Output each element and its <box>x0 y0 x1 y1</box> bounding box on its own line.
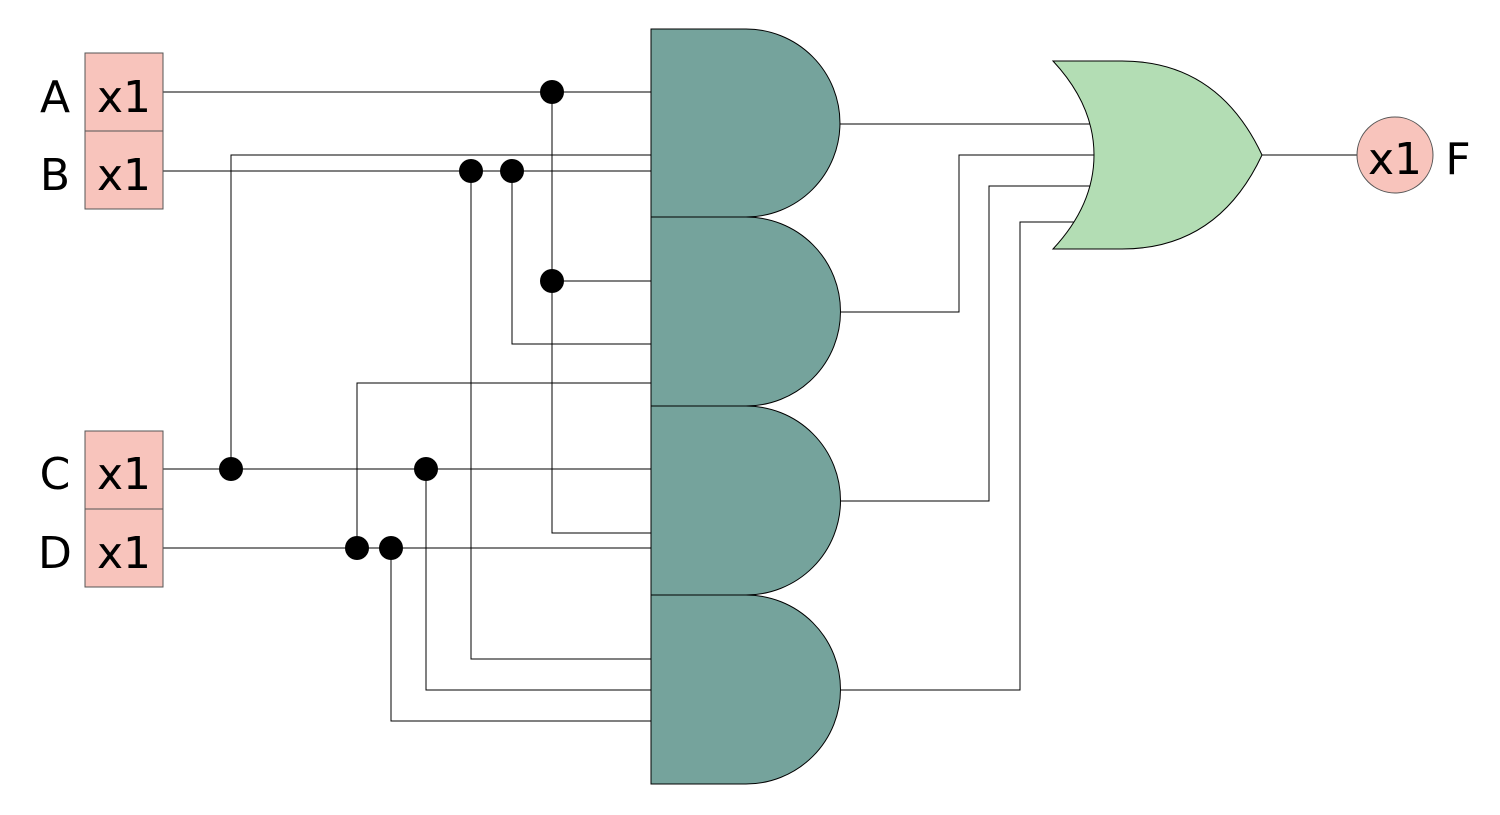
wire-b-gate4 <box>470 171 651 660</box>
wire-d-gate2 <box>356 382 651 548</box>
output-circle[interactable] <box>1356 116 1434 194</box>
output-f[interactable]: x1 F <box>1356 116 1471 194</box>
wire-c-gate4 <box>425 469 651 691</box>
input-b[interactable]: B x1 <box>40 130 164 210</box>
or-gate[interactable] <box>1051 60 1263 250</box>
output-value: x1 <box>1368 134 1422 185</box>
wire-gate4-out <box>840 221 1075 691</box>
input-label-d: D <box>38 528 72 579</box>
and-gate-1[interactable] <box>650 28 841 218</box>
input-value-c: x1 <box>97 449 151 500</box>
and-gate-4[interactable] <box>650 594 841 785</box>
wire-gate2-out <box>840 154 1094 313</box>
input-value-a: x1 <box>97 72 151 123</box>
input-a[interactable]: A x1 <box>40 52 164 132</box>
junction-dot <box>540 269 564 293</box>
input-c[interactable]: C x1 <box>40 430 164 510</box>
junction-dot <box>459 159 483 183</box>
input-box-a[interactable] <box>84 52 164 132</box>
junction-dot <box>345 536 369 560</box>
wires <box>163 91 1357 722</box>
output-label: F <box>1445 134 1470 185</box>
input-value-d: x1 <box>97 528 151 579</box>
input-box-d[interactable] <box>84 508 164 588</box>
input-value-b: x1 <box>97 150 151 201</box>
junction-dot <box>540 80 564 104</box>
wire-d-gate4 <box>390 548 651 722</box>
input-label-a: A <box>40 72 70 123</box>
junction-dot <box>414 457 438 481</box>
input-box-b[interactable] <box>84 130 164 210</box>
wire-a-branch <box>551 92 651 534</box>
input-d[interactable]: D x1 <box>38 508 164 588</box>
junction-dot <box>500 159 524 183</box>
and-gate-3[interactable] <box>650 405 841 596</box>
and-gate-2[interactable] <box>650 216 841 407</box>
junction-dot <box>219 457 243 481</box>
input-label-b: B <box>40 150 70 201</box>
input-label-c: C <box>40 449 71 500</box>
and-gates <box>650 28 841 785</box>
wire-c-gate1 <box>230 154 651 469</box>
wire-b-gate2 <box>511 171 651 345</box>
wire-gate3-out <box>840 185 1092 502</box>
junction-dot <box>379 536 403 560</box>
junctions <box>219 80 564 560</box>
